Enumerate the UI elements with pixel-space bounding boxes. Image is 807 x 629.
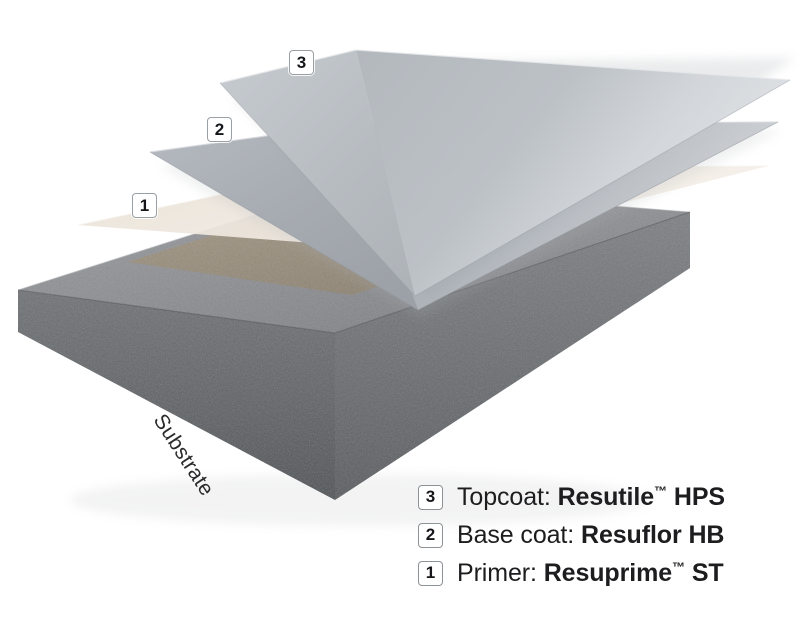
callout-badge-2[interactable]: 2	[207, 117, 232, 142]
legend-role-1: Primer:	[457, 558, 544, 587]
legend-label-2: Base coat: Resuflor HB	[457, 521, 724, 550]
legend-row-2[interactable]: 2 Base coat: Resuflor HB	[418, 516, 798, 554]
legend-row-1[interactable]: 1 Primer: Resuprime™ ST	[418, 554, 798, 592]
legend-label-1: Primer: Resuprime™ ST	[457, 559, 724, 588]
legend-product-1: Resuprime	[543, 558, 673, 587]
legend-product-suffix-2: HB	[681, 520, 725, 549]
legend-product-suffix-1: ST	[685, 558, 724, 587]
legend-badge-3[interactable]: 3	[418, 484, 443, 510]
legend-badge-1[interactable]: 1	[418, 560, 443, 586]
callout-badge-1[interactable]: 1	[132, 193, 157, 218]
legend: 3 Topcoat: Resutile™ HPS 2 Base coat: Re…	[418, 478, 798, 592]
legend-product-suffix-3: HPS	[667, 482, 725, 511]
legend-label-3: Topcoat: Resutile™ HPS	[457, 483, 725, 512]
trademark-icon: ™	[672, 558, 686, 574]
legend-product-3: Resutile	[557, 482, 655, 511]
legend-product-2: Resuflor	[580, 520, 682, 549]
legend-role-3: Topcoat:	[457, 482, 558, 511]
legend-row-3[interactable]: 3 Topcoat: Resutile™ HPS	[418, 478, 798, 516]
legend-badge-2[interactable]: 2	[418, 522, 443, 548]
trademark-icon: ™	[654, 482, 668, 498]
callout-badge-3[interactable]: 3	[289, 50, 314, 75]
topcoat-sheet-right	[356, 50, 790, 296]
legend-role-2: Base coat:	[457, 520, 581, 549]
topcoat-sheet-left	[220, 50, 415, 296]
topcoat-sheet-layer-3	[219, 49, 795, 300]
